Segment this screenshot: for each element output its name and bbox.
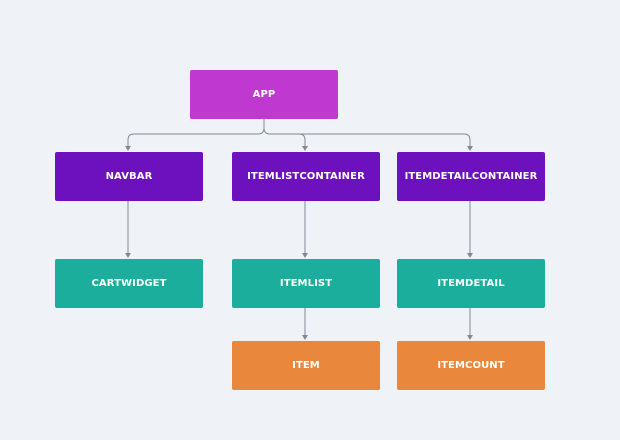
node-label: ITEMLISTCONTAINER [247, 171, 365, 182]
node-label: ITEMDETAIL [437, 278, 505, 289]
node-navbar: NAVBAR [55, 152, 203, 201]
arrowhead-itemlist [302, 253, 308, 258]
node-label: ITEMCOUNT [437, 360, 505, 371]
node-app: APP [190, 70, 338, 119]
arrowhead-item [302, 335, 308, 340]
node-label: ITEMDETAILCONTAINER [404, 171, 538, 182]
arrowhead-itemdetail [467, 253, 473, 258]
node-label: APP [252, 89, 276, 100]
node-itemdetail: ITEMDETAIL [397, 259, 545, 308]
node-label: CARTWIDGET [91, 278, 167, 289]
arrowhead-itemdetailcontainer [467, 146, 473, 151]
node-label: ITEM [292, 360, 320, 371]
node-itemlist: ITEMLIST [232, 259, 380, 308]
node-itemlistcontainer: ITEMLISTCONTAINER [232, 152, 380, 201]
arrowhead-itemcount [467, 335, 473, 340]
node-label: NAVBAR [105, 171, 153, 182]
node-item: ITEM [232, 341, 380, 390]
node-label: ITEMLIST [279, 278, 333, 289]
arrowhead-cartwidget [125, 253, 131, 258]
node-cartwidget: CARTWIDGET [55, 259, 203, 308]
edge-app-itemlistcontainer [263, 127, 306, 146]
edge-app-navbar [127, 119, 265, 146]
node-itemcount: ITEMCOUNT [397, 341, 545, 390]
arrowhead-itemlistcontainer [302, 146, 308, 151]
edge-app-itemdetailcontainer [299, 133, 471, 146]
arrowhead-navbar [125, 146, 131, 151]
node-itemdetailcontainer: ITEMDETAILCONTAINER [397, 152, 545, 201]
